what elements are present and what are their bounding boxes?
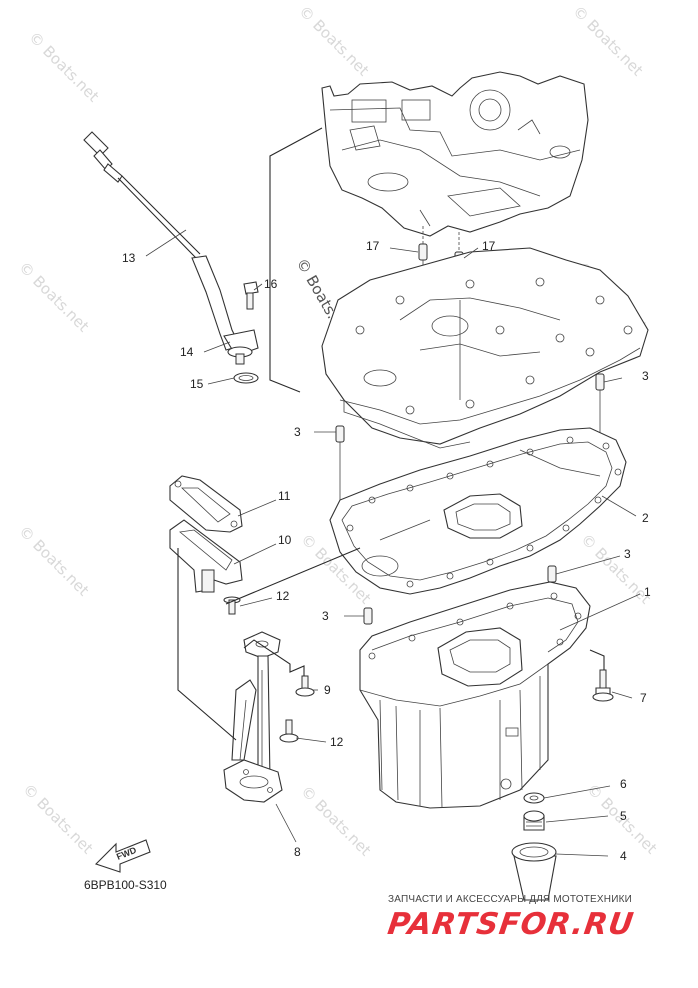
callout-10: 10 <box>278 533 292 547</box>
engine-block <box>321 71 589 237</box>
fwd-arrow-icon: FWD <box>94 839 151 873</box>
drain-plug <box>523 810 545 831</box>
reference-line <box>589 649 605 670</box>
dowel-pin <box>335 425 345 443</box>
gasket <box>329 427 627 595</box>
callouts: 1 2 3 3 3 3 4 5 6 7 8 9 10 11 12 12 13 1… <box>122 239 651 863</box>
o-ring <box>233 372 259 384</box>
callout-15: 15 <box>190 377 204 391</box>
callout-14: 14 <box>180 345 194 359</box>
dowel-pin <box>363 607 373 625</box>
oil-strainer <box>223 631 283 803</box>
watermark: © Boats.net <box>297 782 375 860</box>
callout-2: 2 <box>642 511 649 525</box>
watermark: © Boats.net <box>569 2 647 80</box>
callout-8: 8 <box>294 845 301 859</box>
callout-3: 3 <box>322 609 329 623</box>
oil-strainer-bracket <box>169 519 243 593</box>
callout-12: 12 <box>276 589 290 603</box>
reference-line <box>243 639 305 676</box>
diagram-code: 6BPB100-S310 <box>84 878 167 892</box>
dowel-pin <box>547 565 557 583</box>
exhaust-guide-plate <box>321 247 649 449</box>
callout-1: 1 <box>644 585 651 599</box>
callout-3: 3 <box>294 425 301 439</box>
bolt <box>295 675 315 697</box>
reference-line <box>269 127 323 393</box>
leader-lines <box>145 229 641 857</box>
dowel-pin <box>595 373 605 391</box>
watermark: © Boats.net <box>25 28 103 106</box>
bolt <box>223 596 241 615</box>
callout-6: 6 <box>620 777 627 791</box>
callout-17: 17 <box>366 239 380 253</box>
bolt <box>592 669 614 702</box>
bolt <box>243 281 259 310</box>
callout-5: 5 <box>620 809 627 823</box>
dowel-pin <box>418 243 428 261</box>
callout-7: 7 <box>640 691 647 705</box>
gasket <box>169 475 243 533</box>
callout-9: 9 <box>324 683 331 697</box>
oil-pan <box>359 581 591 809</box>
callout-16: 16 <box>264 277 278 291</box>
callout-3: 3 <box>642 369 649 383</box>
bolt <box>279 719 299 743</box>
callout-11: 11 <box>278 489 291 503</box>
dipstick-guide <box>191 255 259 365</box>
brand-logo: PARTSFOR.RU <box>385 907 637 942</box>
callout-3: 3 <box>624 547 631 561</box>
washer <box>523 792 545 804</box>
watermark: © Boats.net <box>19 780 97 858</box>
reference-line <box>177 548 237 741</box>
callout-17: 17 <box>482 239 496 253</box>
dipstick <box>83 131 201 259</box>
callout-13: 13 <box>122 251 136 265</box>
callout-12: 12 <box>330 735 344 749</box>
watermark: © Boats.net <box>295 2 373 80</box>
watermark: © Boats.net <box>15 258 93 336</box>
brand-tagline: ЗАПЧАСТИ И АКСЕССУАРЫ ДЛЯ МОТОТЕХНИКИ <box>388 894 633 905</box>
watermark: © Boats.net <box>15 522 93 600</box>
grommet <box>511 842 557 901</box>
reference-line <box>225 547 361 605</box>
callout-4: 4 <box>620 849 627 863</box>
